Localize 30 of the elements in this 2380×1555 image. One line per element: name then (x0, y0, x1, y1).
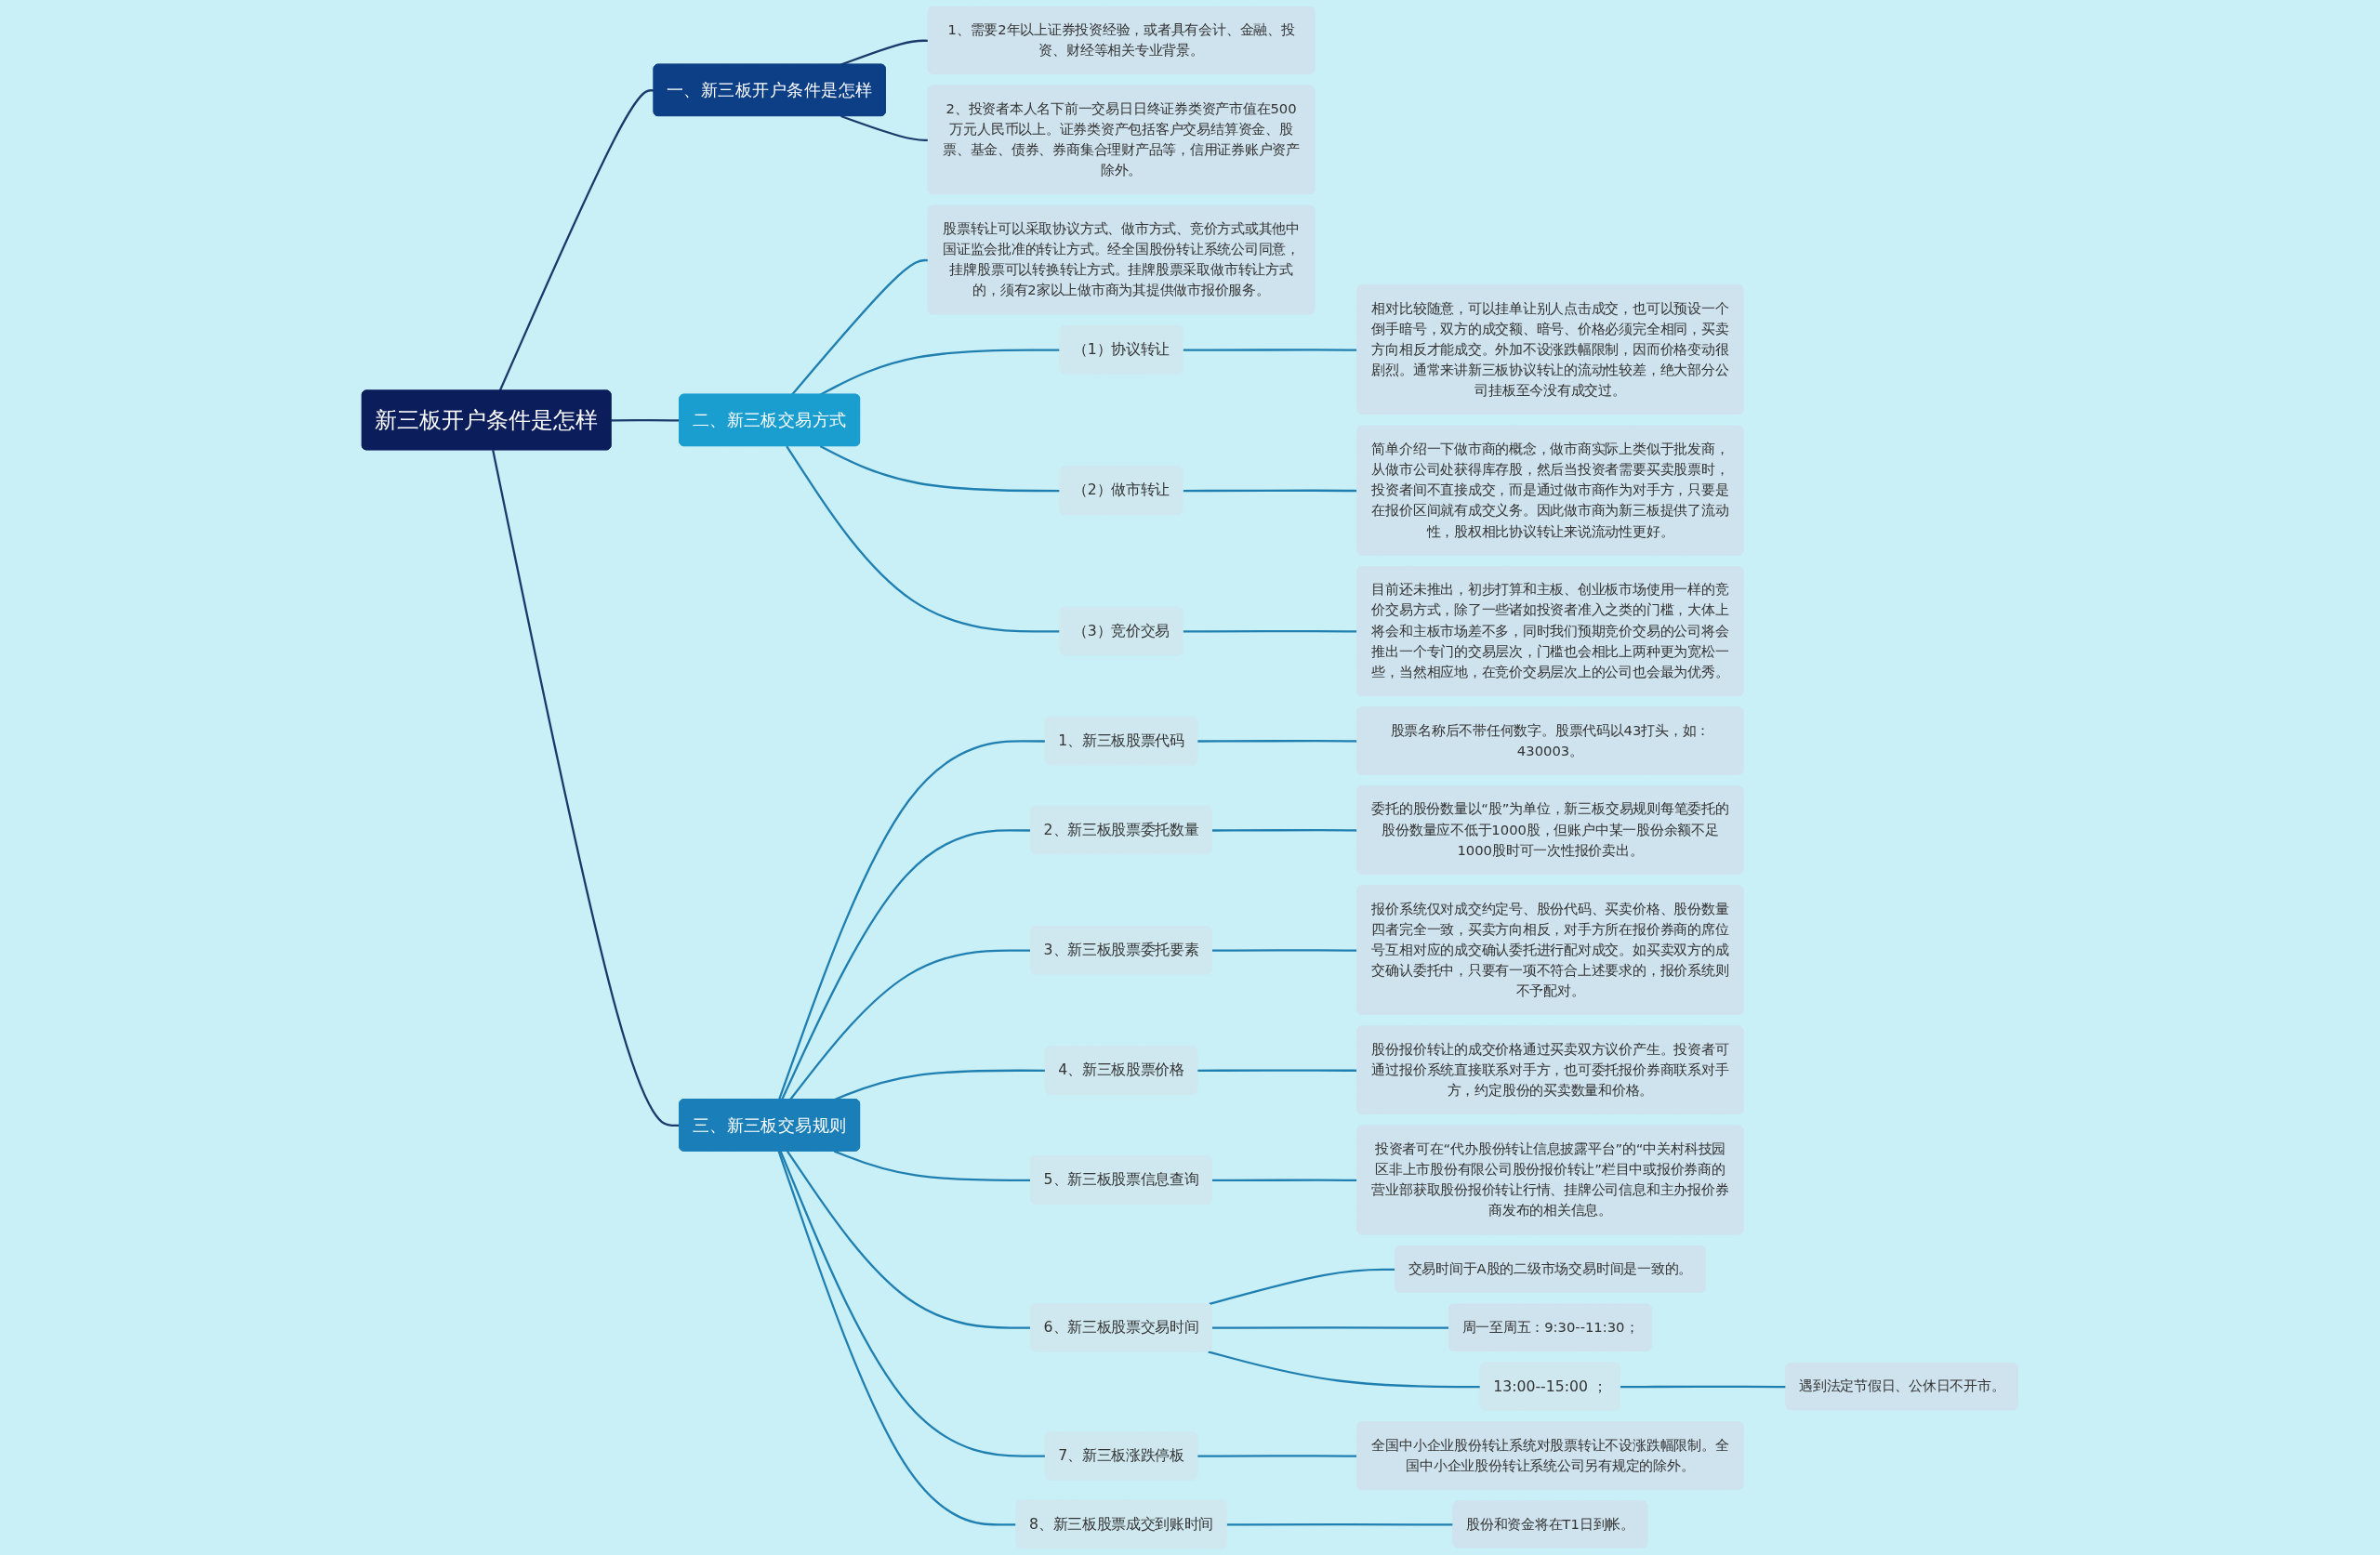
connector (1197, 740, 1358, 743)
connector (1211, 829, 1358, 832)
connector (819, 349, 1061, 396)
connector (1226, 1523, 1454, 1526)
connector (840, 114, 930, 142)
connector (791, 258, 930, 396)
connector (787, 1150, 1032, 1329)
connector (1620, 1385, 1787, 1389)
connector (611, 418, 681, 422)
connector (1211, 949, 1358, 952)
connector (1197, 1455, 1358, 1457)
connector (834, 1150, 1032, 1182)
connector (1209, 1268, 1396, 1306)
connector (777, 1151, 1017, 1526)
connector (1183, 489, 1358, 493)
connector (1211, 1179, 1358, 1182)
connector (1197, 1069, 1358, 1072)
connector (492, 450, 681, 1127)
connector (498, 89, 654, 391)
connector (786, 445, 1061, 633)
connector (1183, 629, 1358, 633)
connector (1211, 1326, 1450, 1329)
connector (778, 740, 1047, 1100)
connector (789, 949, 1032, 1100)
connector (1183, 349, 1358, 351)
connector (840, 39, 930, 66)
connector (779, 1151, 1047, 1457)
connector (1208, 1351, 1481, 1389)
connector (781, 829, 1032, 1100)
connector (819, 445, 1061, 493)
